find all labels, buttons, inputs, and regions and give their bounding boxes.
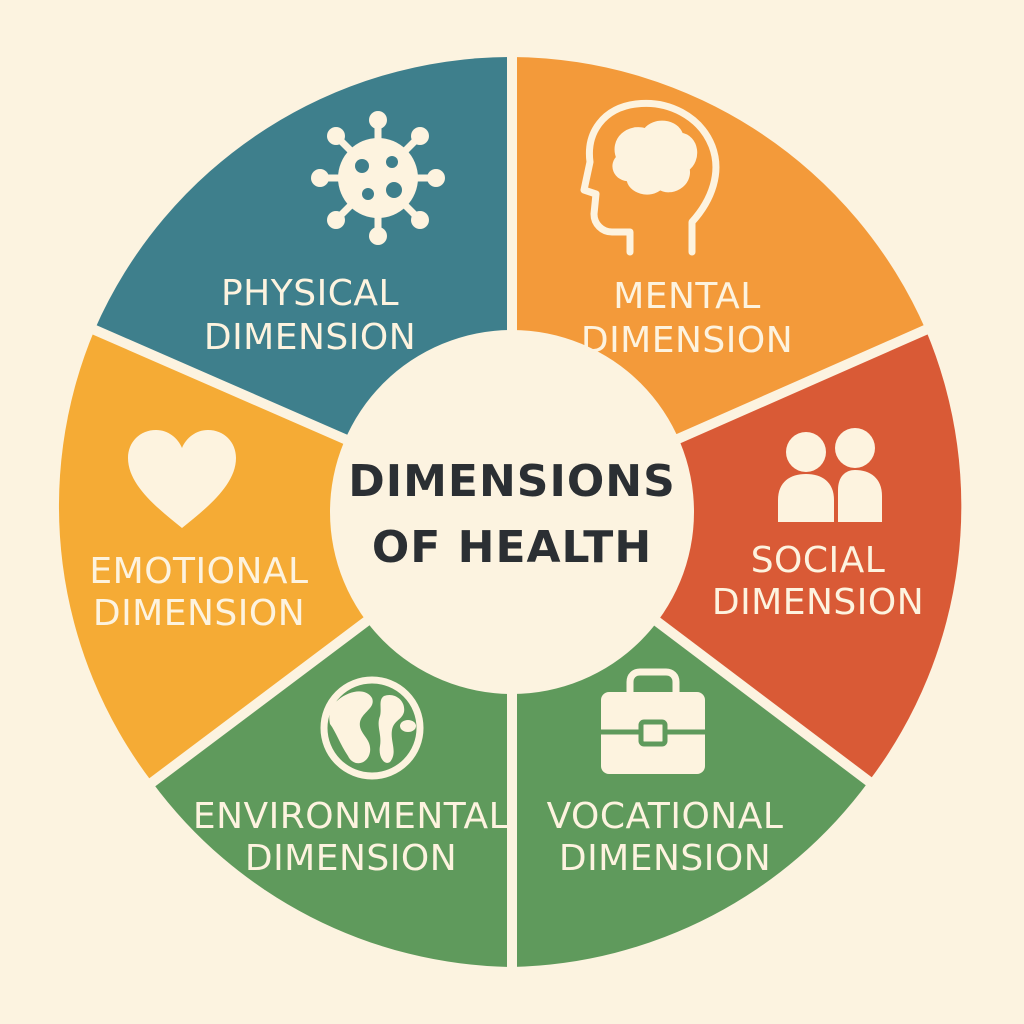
physical-label-line2: DIMENSION — [204, 317, 416, 358]
heart-icon — [128, 430, 236, 528]
environmental-label-line1: ENVIRONMENTAL — [193, 796, 509, 837]
emotional-label-line2: DIMENSION — [93, 593, 305, 634]
vocational-label-line2: DIMENSION — [559, 838, 771, 879]
emotional-label-line1: EMOTIONAL — [89, 551, 308, 592]
center-title-line2: OF HEALTH — [372, 522, 652, 573]
briefcase-icon — [601, 668, 705, 774]
mental-label-line2: DIMENSION — [581, 320, 793, 361]
physical-label-line1: PHYSICAL — [221, 273, 399, 314]
center-circle — [330, 330, 694, 694]
people-icon — [778, 428, 882, 522]
social-label-line1: SOCIAL — [751, 540, 886, 581]
head-brain-icon — [580, 99, 720, 256]
mental-label-line1: MENTAL — [613, 276, 761, 317]
social-label-line2: DIMENSION — [712, 582, 924, 623]
virus-icon — [311, 111, 445, 245]
center-title-line1: DIMENSIONS — [348, 456, 676, 507]
globe-icon — [320, 676, 424, 780]
vocational-label-line1: VOCATIONAL — [547, 796, 784, 837]
environmental-label-line2: DIMENSION — [245, 838, 457, 879]
